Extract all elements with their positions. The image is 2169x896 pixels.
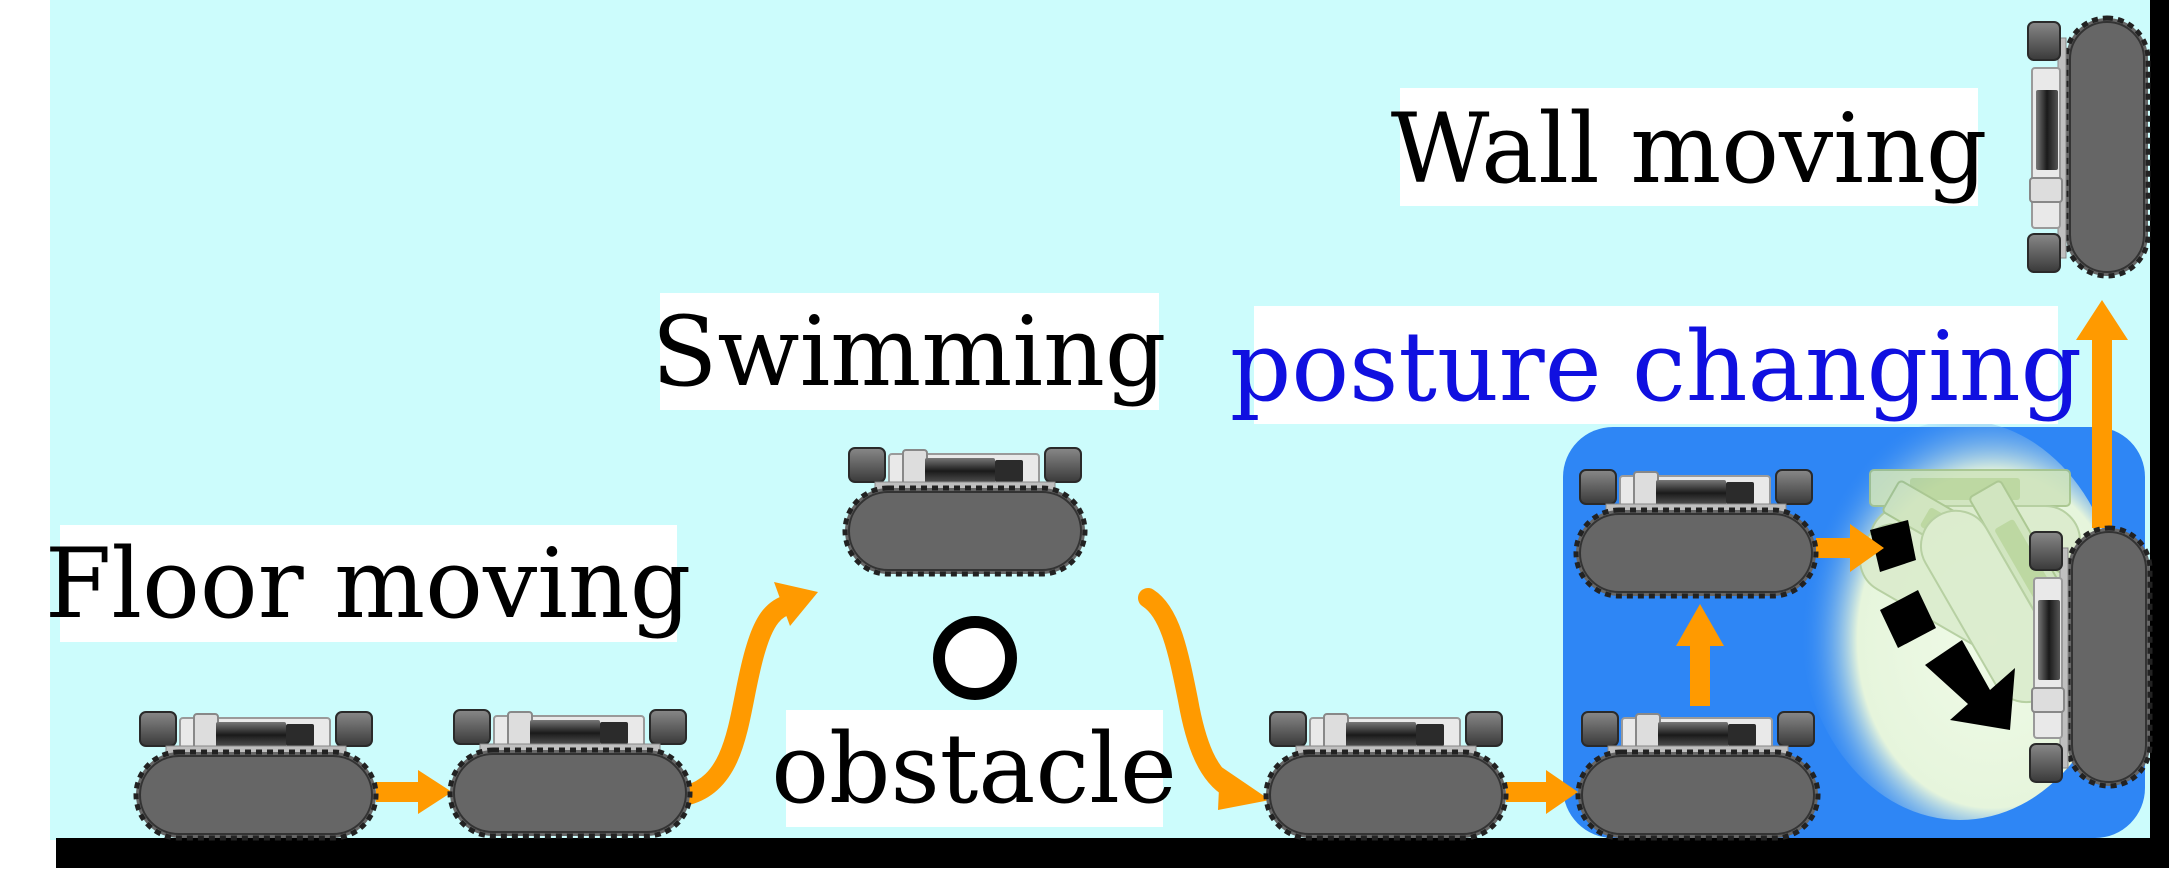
swimming-label: Swimming bbox=[652, 296, 1167, 408]
arrow-to-swim bbox=[678, 594, 800, 805]
robot-floor-2 bbox=[450, 710, 690, 836]
swimming-label-box bbox=[660, 293, 1159, 410]
arrow-up-to-posture bbox=[1676, 604, 1724, 706]
posture-changing-label: posture changing bbox=[1230, 311, 2082, 423]
wall bbox=[2150, 0, 2169, 868]
flow-arrows bbox=[376, 300, 2128, 814]
robot-floor-3 bbox=[1266, 712, 1506, 838]
robot-posture-bottom bbox=[1578, 712, 1818, 838]
arrow-floor-2 bbox=[1506, 770, 1578, 814]
floor-label-box bbox=[60, 525, 677, 642]
floor-moving-label: Floor moving bbox=[45, 528, 691, 640]
rotation-arrow bbox=[1870, 520, 2015, 730]
robot-wall bbox=[2028, 18, 2148, 276]
wall-label-box bbox=[1400, 88, 1978, 206]
arrow-from-swim bbox=[1138, 588, 1240, 798]
obstacle-label-box bbox=[786, 710, 1163, 827]
wall-moving-label: Wall moving bbox=[1391, 93, 1988, 205]
arrow-to-rotation bbox=[1816, 524, 1884, 572]
posture-label-box bbox=[1254, 306, 2058, 424]
arrow-up-to-wall bbox=[2076, 300, 2128, 528]
robot-swimming bbox=[845, 448, 1085, 574]
arrow-floor-1 bbox=[376, 770, 452, 814]
robot-rotated bbox=[2030, 528, 2150, 786]
floor bbox=[56, 838, 2169, 868]
robot-floor-1 bbox=[136, 712, 376, 838]
robot-posture-top bbox=[1576, 470, 1816, 596]
obstacle-marker bbox=[933, 616, 1017, 700]
obstacle-label: obstacle bbox=[771, 713, 1177, 825]
